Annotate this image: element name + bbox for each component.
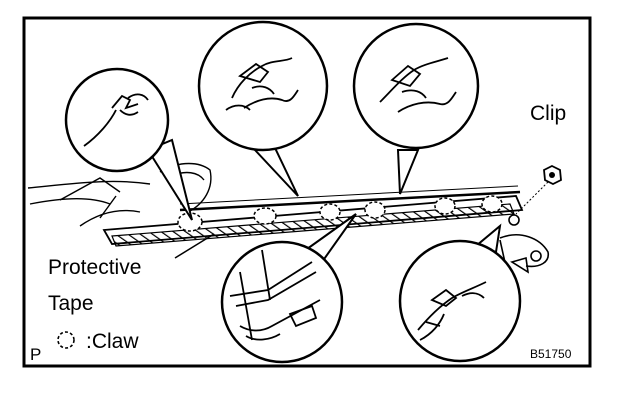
claw-marker bbox=[364, 201, 386, 219]
dashed-circle-icon bbox=[57, 331, 75, 349]
claw-marker bbox=[434, 197, 456, 215]
claw-markers bbox=[177, 195, 503, 232]
corner-mark: P bbox=[30, 345, 41, 364]
claw-marker bbox=[481, 195, 503, 213]
claw-legend-label: :Claw bbox=[86, 330, 139, 353]
tape-leader-line bbox=[174, 233, 215, 259]
clip-icon bbox=[543, 164, 562, 186]
figure-code: B51750 bbox=[530, 347, 572, 361]
claw-marker bbox=[253, 207, 277, 225]
protective-tape-label: Protective bbox=[48, 256, 141, 279]
clip-label: Clip bbox=[530, 102, 566, 125]
callout-claw-detail-2 bbox=[197, 20, 329, 197]
callout-claw-detail-1 bbox=[64, 67, 193, 221]
callout-clip-detail bbox=[398, 223, 522, 363]
clip-leader-line bbox=[515, 181, 549, 215]
claw-marker bbox=[319, 203, 341, 221]
protective-tape-label-line2: Tape bbox=[48, 292, 94, 315]
callout-tape-detail bbox=[220, 213, 357, 364]
callout-claw-detail-3 bbox=[352, 22, 480, 195]
